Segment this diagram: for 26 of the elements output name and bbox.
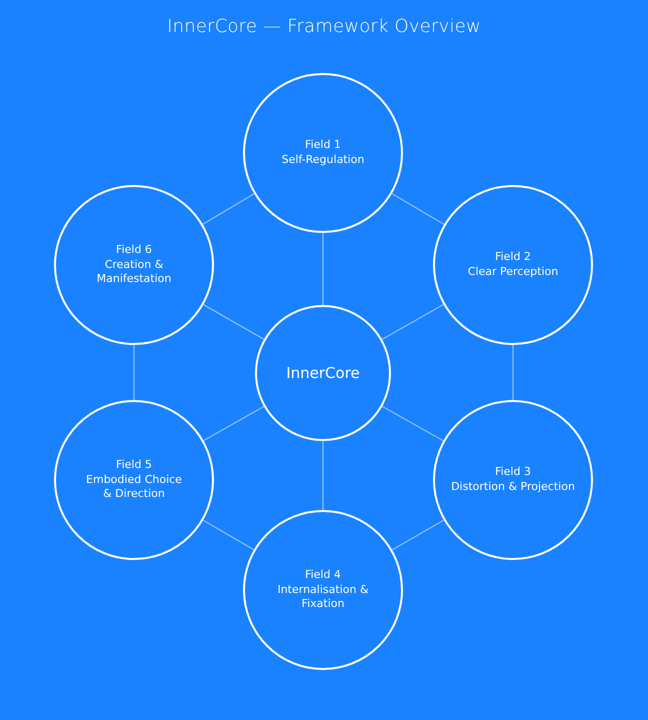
connector-line [382,406,444,442]
circle-heading: Field 4 [305,568,341,583]
connector-line [322,441,324,510]
circle-label: Clear Perception [468,265,558,280]
circle-label: Distortion & Projection [451,480,575,495]
connector-line [202,520,254,550]
circle-heading: Field 2 [495,250,531,265]
circle-label: Internalisation & Fixation [276,582,370,612]
connector-line [382,304,444,340]
diagram-title: InnerCore — Framework Overview [166,16,482,37]
circle-heading: Field 5 [116,458,152,473]
circle-label: Creation & Manifestation [96,258,172,288]
circle-heading: InnerCore [286,362,360,384]
circle-label: Embodied Choice & Direction [85,472,183,502]
connector-line [512,345,514,400]
connector-line [203,304,264,340]
circle-label: Self-Regulation [282,153,364,168]
connector-line [322,233,324,305]
connector-line [202,193,254,225]
connector-line [392,520,444,550]
circle-heading: Field 6 [116,242,152,258]
connector-line [133,345,135,400]
connector-line [203,406,264,442]
circle-heading: Field 1 [305,138,341,153]
circle-heading: Field 3 [495,465,531,480]
connector-line [392,193,444,225]
